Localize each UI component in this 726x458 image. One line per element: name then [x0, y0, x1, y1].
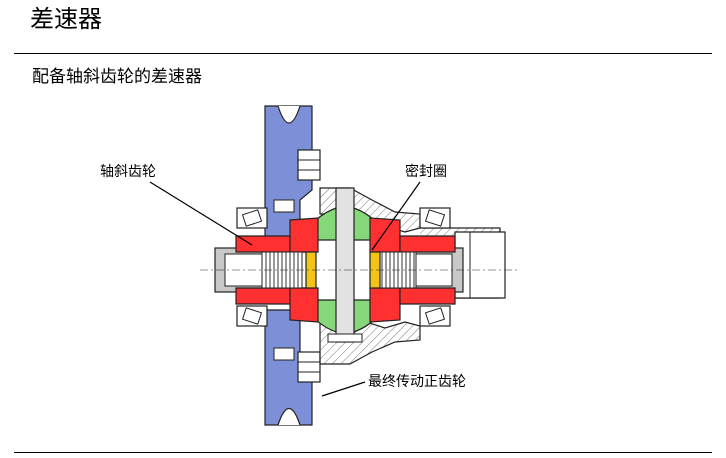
output-flange	[449, 231, 506, 299]
bottom-divider	[14, 452, 712, 453]
callout-final-drive-gear: 最终传动正齿轮	[368, 374, 466, 390]
callout-axle-bevel-gear: 轴斜齿轮	[100, 164, 156, 180]
cross-shaft	[327, 187, 363, 343]
top-divider	[14, 53, 712, 54]
callout-seal: 密封圈	[405, 164, 447, 180]
bearing-icon	[236, 207, 451, 327]
ring-gear-icon	[264, 105, 313, 426]
axle-bevel-gear-icon	[235, 217, 456, 323]
page-title: 差速器	[30, 5, 102, 33]
section-subtitle: 配备轴斜齿轮的差速器	[32, 67, 202, 87]
bolt-icon	[297, 149, 321, 383]
leader-lines	[149, 181, 421, 397]
